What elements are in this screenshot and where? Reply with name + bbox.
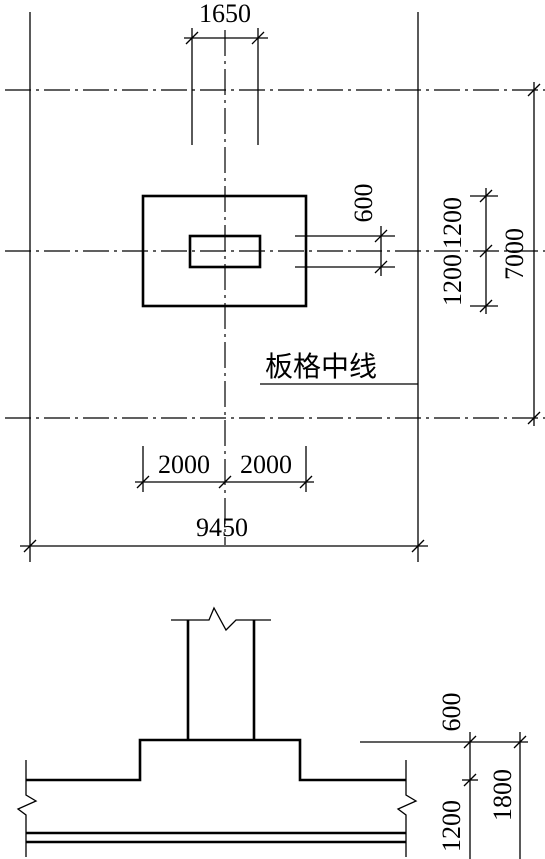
dimension-tick	[479, 244, 493, 258]
dim-slab-thickness: 1200	[437, 800, 466, 852]
dim-lower-half: 1200	[438, 254, 467, 306]
dimension-tick	[411, 539, 425, 553]
dim-column-width: 1650	[199, 0, 251, 28]
dimension-tick	[527, 411, 541, 425]
dim-upper-half: 1200	[438, 197, 467, 249]
dim-half-span-right: 2000	[240, 450, 292, 479]
dim-capital-depth: 600	[349, 184, 378, 223]
dimension-tick	[299, 475, 313, 489]
section-view: 600 1200 1800	[16, 606, 528, 859]
dimension-tick	[463, 735, 477, 749]
label-panel-centerline: 板格中线	[265, 350, 377, 383]
dim-overall-height: 7000	[500, 228, 529, 280]
dimension-tick	[374, 260, 388, 274]
dimension-tick	[374, 229, 388, 243]
dimension-tick	[251, 31, 265, 45]
column-break-symbol	[171, 606, 271, 632]
dim-total-height: 1800	[488, 769, 517, 821]
dim-overall-width: 9450	[196, 513, 248, 542]
slab-and-capital-outline	[26, 738, 406, 782]
dimension-tick	[513, 735, 527, 749]
dimension-tick	[136, 475, 150, 489]
dimension-tick	[463, 773, 477, 787]
dimension-tick	[185, 31, 199, 45]
dim-half-span-left: 2000	[158, 450, 210, 479]
right-break-symbol	[396, 760, 418, 857]
column-outline	[188, 234, 262, 269]
dimension-tick	[479, 189, 493, 203]
drop-panel-outline	[141, 194, 308, 308]
dimension-tick	[23, 539, 37, 553]
dim-capital-height: 600	[437, 693, 466, 732]
dimension-tick	[218, 475, 232, 489]
dimension-tick	[479, 299, 493, 313]
plan-view: 1650 600 1200 1200 7000 板格中线 2000 200	[5, 0, 545, 562]
left-break-symbol	[16, 760, 38, 857]
dimension-tick	[527, 83, 541, 97]
